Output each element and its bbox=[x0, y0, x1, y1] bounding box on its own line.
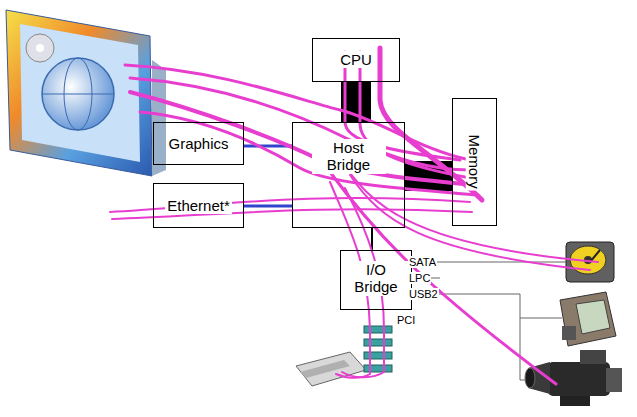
camcorder-icon bbox=[525, 350, 622, 406]
bus-label: LPC bbox=[408, 272, 431, 284]
node-label: I/O Bridge bbox=[341, 261, 411, 296]
io-bridge-box: I/O Bridge bbox=[340, 250, 412, 310]
bus-label: PCI bbox=[396, 314, 416, 326]
memory-box: Memory bbox=[452, 98, 497, 226]
bus-label: SATA bbox=[408, 256, 437, 268]
node-label: Host Bridge bbox=[312, 139, 386, 174]
pci-slots bbox=[364, 326, 392, 372]
node-label: Memory bbox=[466, 133, 483, 191]
node-label: CPU bbox=[338, 51, 374, 68]
bus-connector bbox=[244, 205, 292, 208]
cpu-box: CPU bbox=[312, 38, 400, 82]
bus-wires bbox=[404, 262, 566, 380]
node-label: Ethernet* bbox=[165, 197, 232, 214]
ethernet-box: Ethernet* bbox=[153, 183, 244, 228]
node-label: Graphics bbox=[166, 135, 230, 152]
host-bridge-box: Host Bridge bbox=[292, 122, 405, 228]
video-device-icon bbox=[560, 292, 616, 346]
bus-label: USB2 bbox=[408, 288, 439, 300]
drive-icon bbox=[296, 352, 366, 386]
graphics-box: Graphics bbox=[153, 122, 244, 165]
monitor-icon bbox=[6, 10, 166, 176]
